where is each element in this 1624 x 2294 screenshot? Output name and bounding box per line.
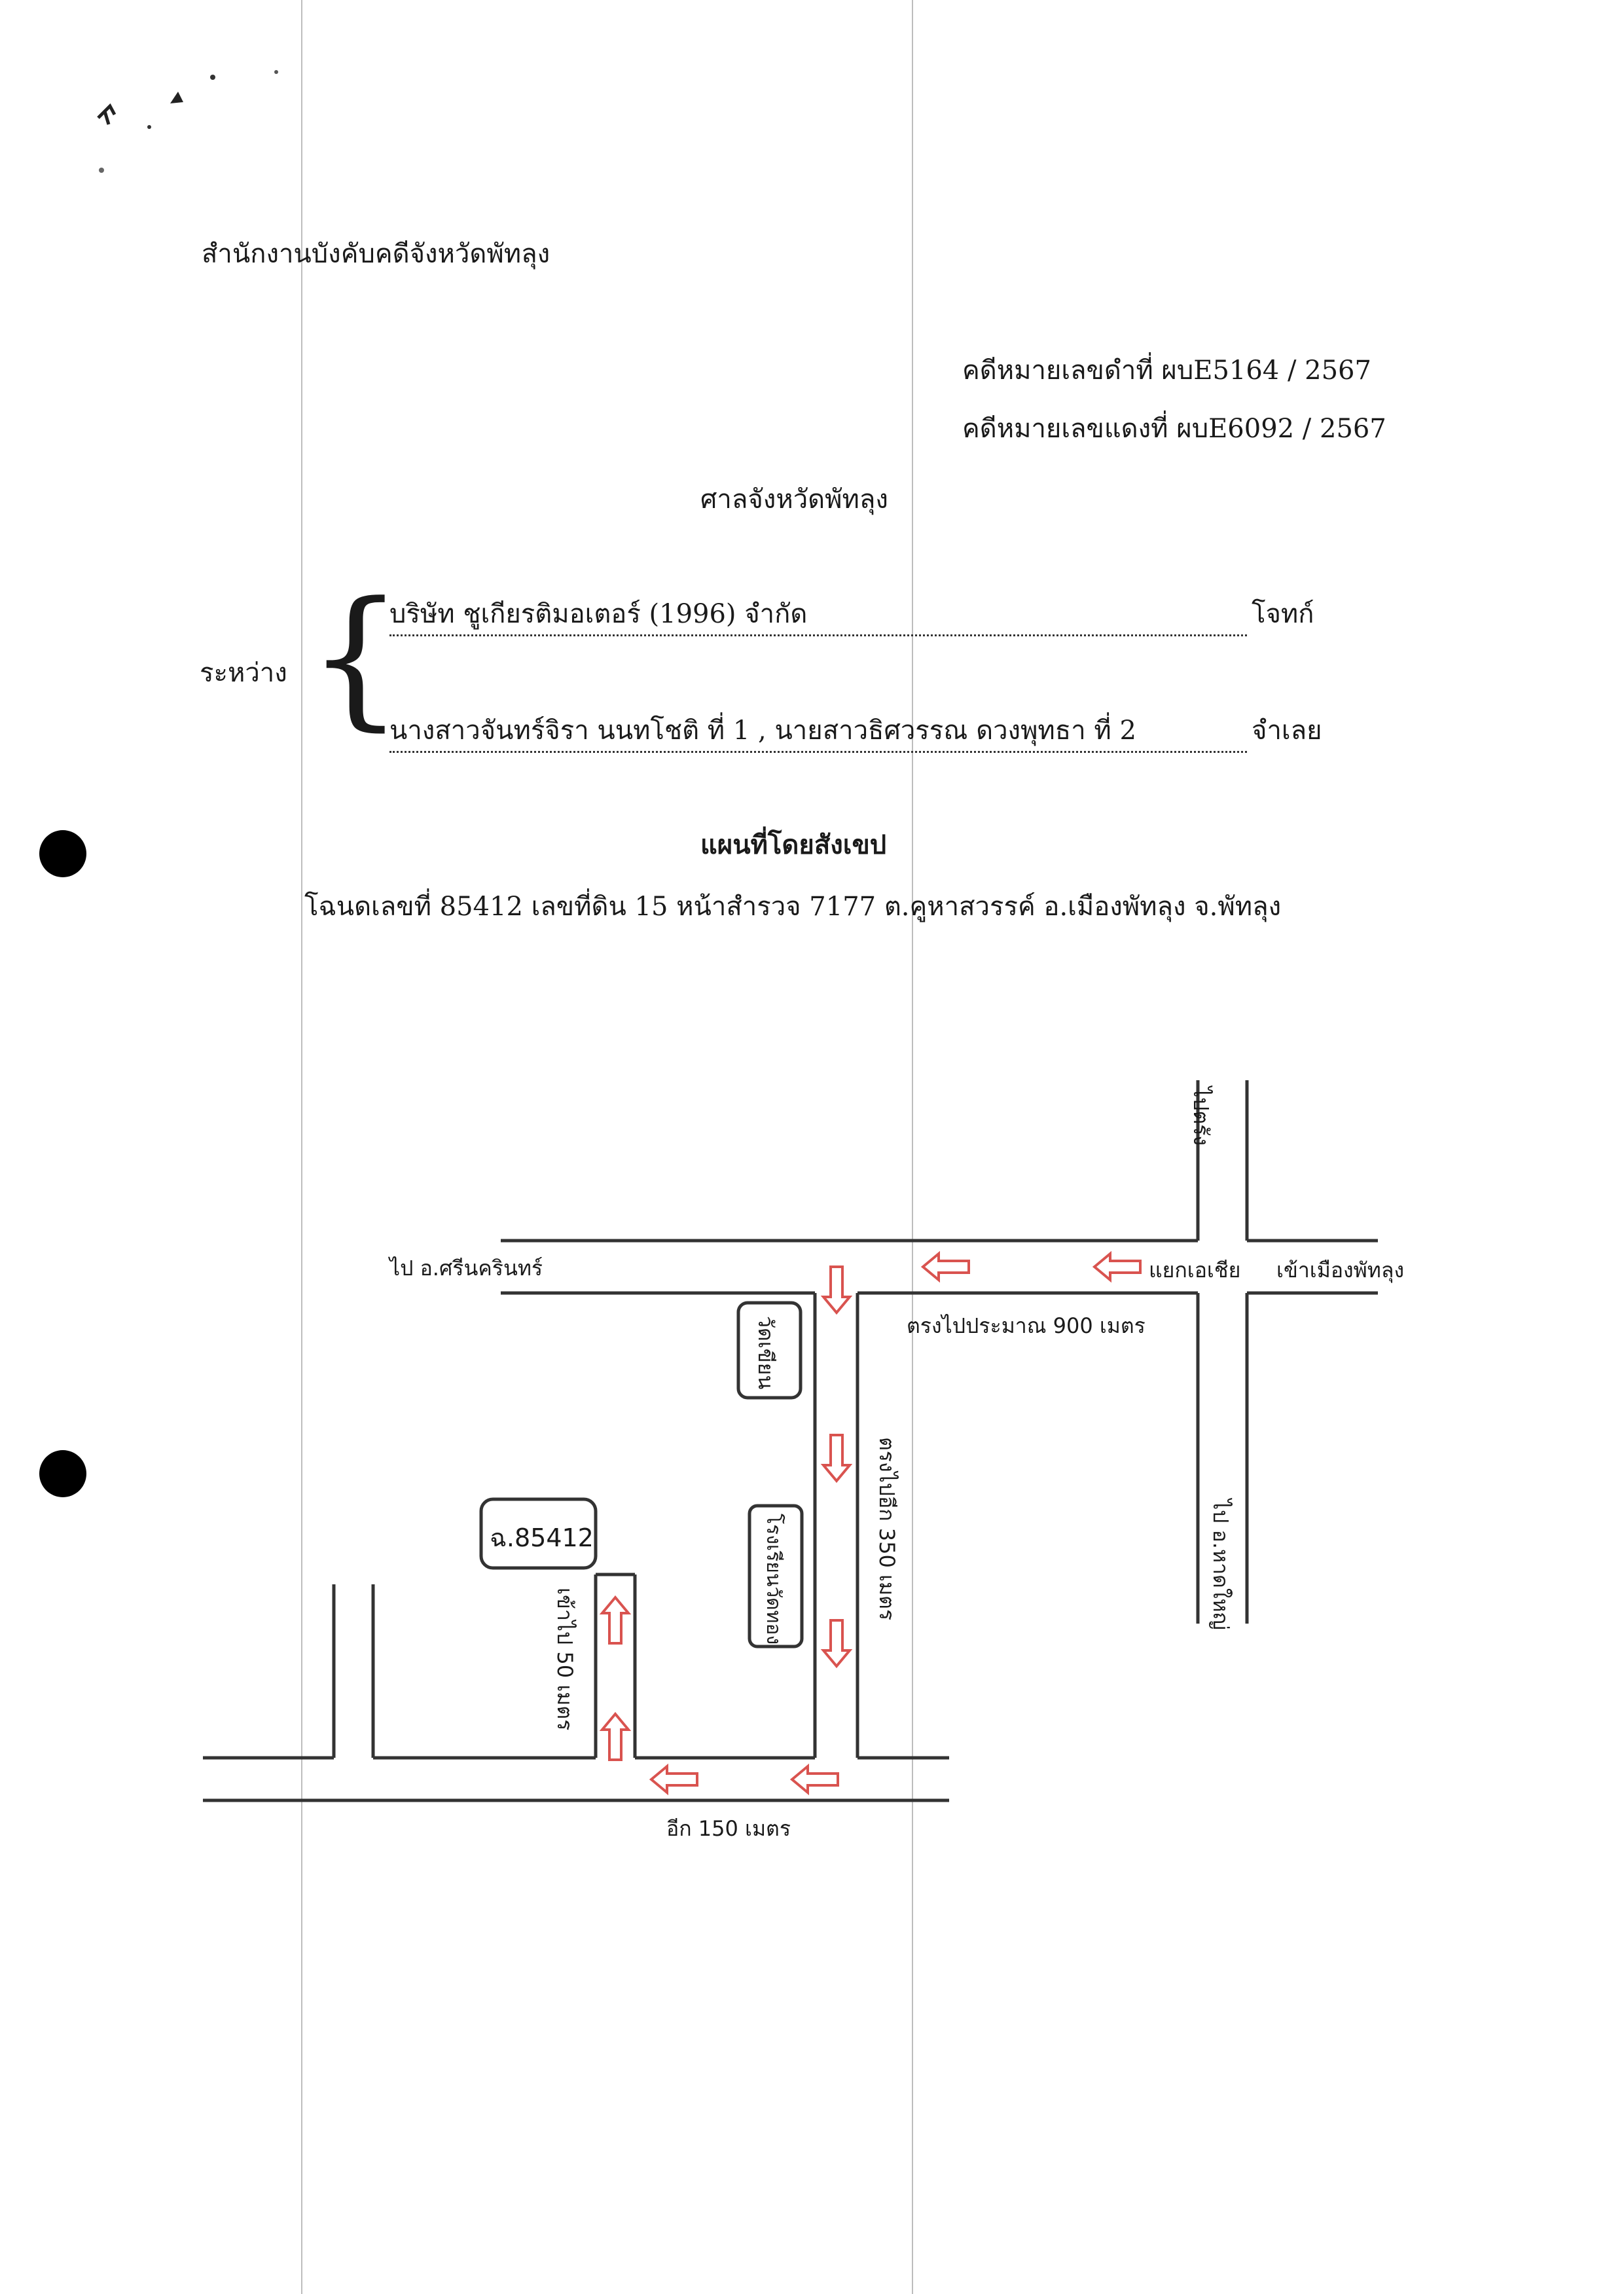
black-case-number: คดีหมายเลขดำที่ ผบE5164 / 2567 [962,355,1371,386]
label-another-150: อีก 150 เมตร [666,1816,791,1841]
label-wat-khian: วัดเขียน [753,1316,778,1390]
wat-khian-box [736,1301,803,1400]
label-asia-junction: แยกเอเชีย [1149,1258,1241,1283]
red-case-number: คดีหมายเลขแดงที่ ผบE6092 / 2567 [962,414,1386,444]
school-box [748,1504,804,1648]
label-straight-900: ตรงไปประมาณ 900 เมตร [907,1313,1146,1338]
court-name: ศาลจังหวัดพัทลุง [700,484,888,515]
office-name: สำนักงานบังคับคดีจังหวัดพัทลุง [202,239,550,269]
punch-hole [39,1450,86,1497]
defendant-name: นางสาวจันทร์จิรา นนทโชติ ที่ 1 , นายสาวธ… [389,709,1247,753]
plaintiff-role: โจทก์ [1252,599,1314,629]
scan-line [912,0,913,2294]
label-deed-box: ฉ.85412 [490,1523,594,1552]
punch-hole [39,830,86,877]
label-to-hatyai: ไป อ.หาดใหญ่ [1208,1499,1233,1630]
label-straight-350: ตรงไปอีก 350 เมตร [875,1437,899,1621]
label-in-50: เข้าไป 50 เมตร [552,1588,577,1731]
label-into-phatthalung: เข้าเมืองพัทลุง [1276,1258,1405,1283]
plaintiff-name: บริษัท ชูเกียรติมอเตอร์ (1996) จำกัด [389,592,1247,636]
between-label: ระหว่าง [200,658,287,688]
map-title: แผนที่โดยสังเขป [700,829,887,860]
scan-specks [97,70,278,173]
label-to-srinagarindra: ไป อ.ศรีนครินทร์ [389,1256,543,1281]
label-to-trang: ไปตรัง [1189,1087,1214,1146]
scan-line [301,0,302,2294]
deed-line: โฉนดเลขที่ 85412 เลขที่ดิน 15 หน้าสำรวจ … [304,892,1282,922]
deed-box [479,1497,598,1570]
label-school: โรงเรียนวัดทอง [762,1514,785,1645]
road-lines [203,1080,1378,1802]
brace: { [308,570,404,745]
defendant-role: จำเลย [1252,716,1322,746]
